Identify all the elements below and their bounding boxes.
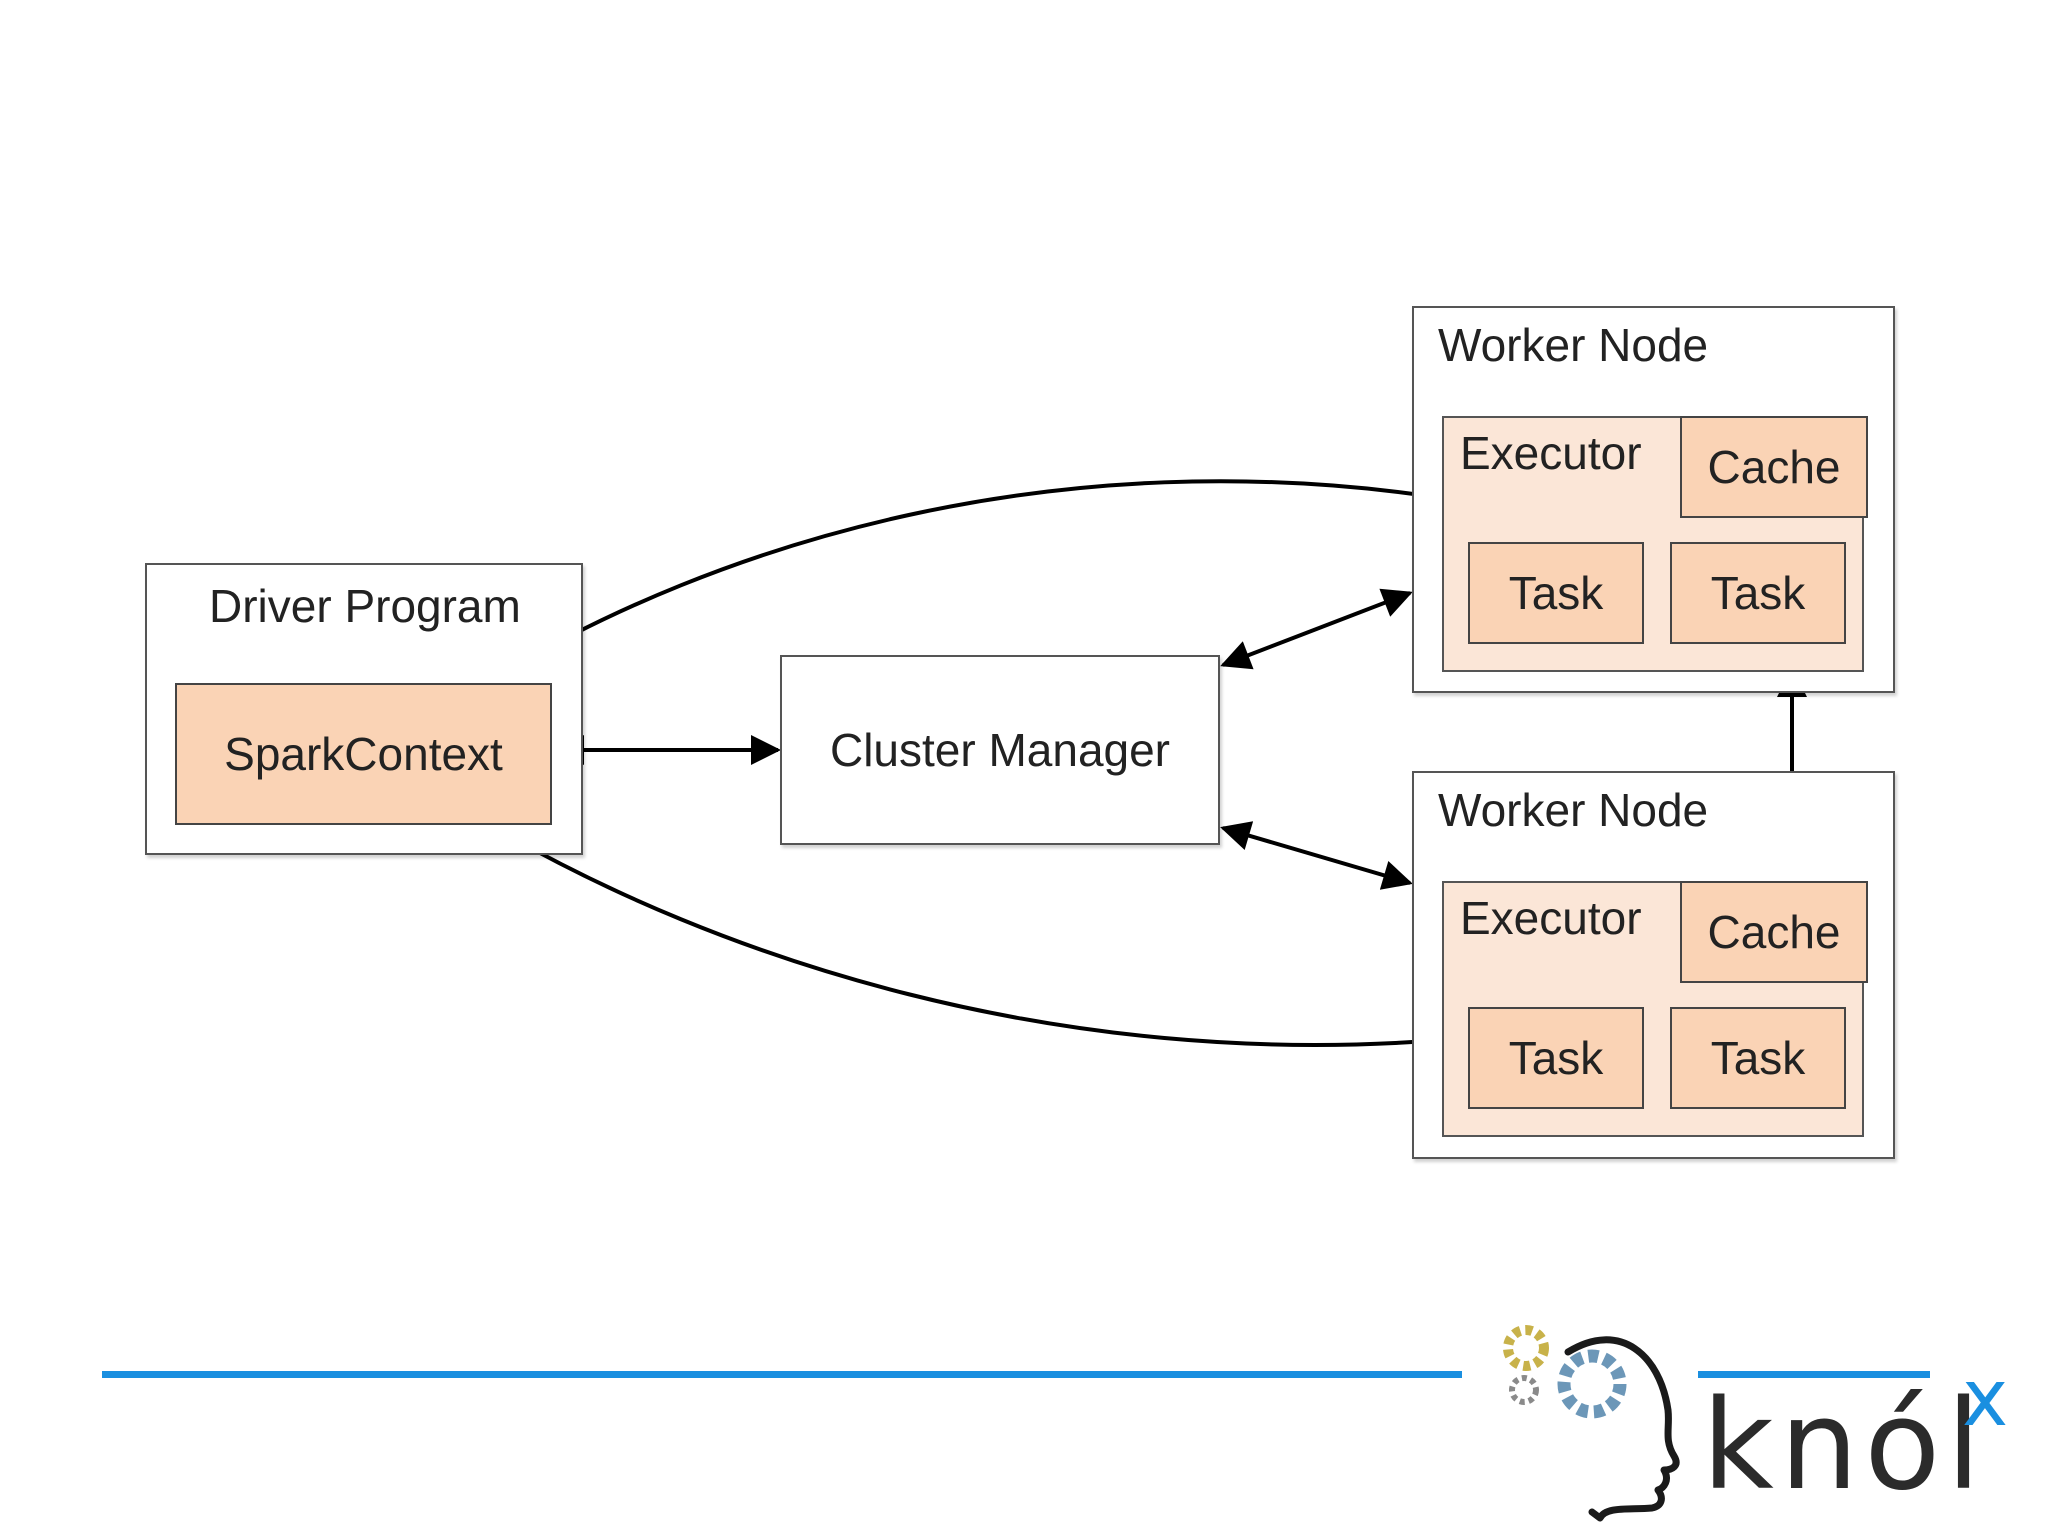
executor-box: Executor Cache Task Task <box>1442 416 1868 672</box>
footer-rule-left <box>102 1371 1462 1378</box>
task-box: Task <box>1468 542 1644 644</box>
worker-node-title: Worker Node <box>1438 319 1709 371</box>
worker-node-title: Worker Node <box>1438 784 1709 836</box>
worker-node-box: Worker Node Executor Cache Task Task <box>1412 306 1895 693</box>
cache-box: Cache <box>1680 416 1868 518</box>
arrow-cluster-manager-worker-top <box>1220 588 1413 670</box>
task-box: Task <box>1670 542 1846 644</box>
footer-rule-right <box>1698 1371 1930 1378</box>
driver-program-title: Driver Program <box>209 580 521 632</box>
arrow-driver-worker-top <box>485 479 1445 684</box>
cache-box: Cache <box>1680 881 1868 983</box>
spark-context-box: SparkContext <box>175 683 552 825</box>
knolx-logo-text: knól <box>1702 1374 1987 1518</box>
executor-label: Executor <box>1460 427 1642 479</box>
worker-node-box: Worker Node Executor Cache Task Task <box>1412 771 1895 1159</box>
cluster-manager-box: Cluster Manager <box>780 655 1220 845</box>
arrow-driver-worker-bottom <box>485 822 1445 1058</box>
cluster-manager-label: Cluster Manager <box>829 724 1171 776</box>
task-box: Task <box>1670 1007 1846 1109</box>
executor-box: Executor Cache Task Task <box>1442 881 1868 1137</box>
task-box: Task <box>1468 1007 1644 1109</box>
knolx-logo-superscript: x <box>1962 1354 2009 1444</box>
executor-label: Executor <box>1460 892 1642 944</box>
driver-program-box: Driver Program SparkContext <box>145 563 583 855</box>
arrow-cluster-manager-worker-bottom <box>1220 821 1413 890</box>
